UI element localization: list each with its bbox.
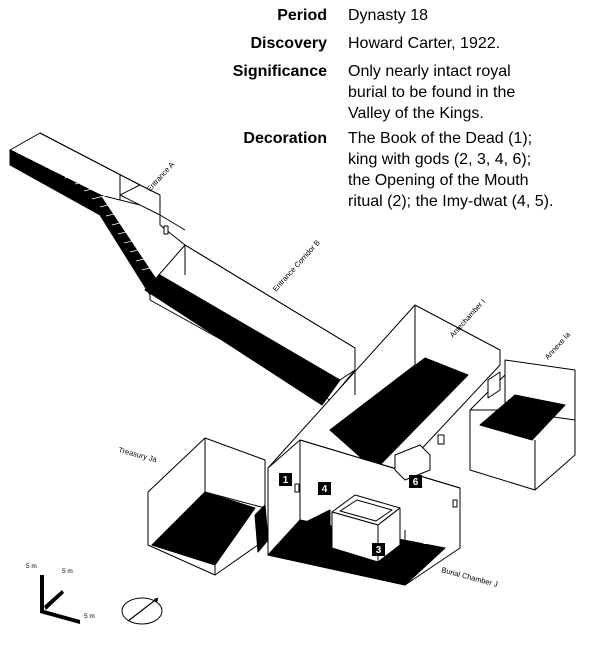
label-treasury: Treasury Ja: [117, 445, 158, 464]
scale-depth-label: 5 m: [62, 568, 73, 575]
door-niche: [294, 483, 300, 493]
decoration-line: The Book of the Dead (1);: [348, 130, 533, 147]
decoration-line: king with gods (2, 3, 4, 6);: [348, 151, 532, 168]
discovery-value: Howard Carter, 1922.: [348, 35, 501, 52]
marker-4: 4: [322, 484, 328, 495]
annexe-room: [469, 359, 576, 491]
period-label: Period: [277, 7, 327, 24]
marker-5: 5: [422, 536, 428, 547]
decoration-label: Decoration: [243, 130, 327, 147]
label-annexe: Annexe Ia: [543, 330, 573, 362]
decoration-line: ritual (2); the Imy-dwat (4, 5).: [348, 193, 554, 210]
entrance-corridor: [144, 205, 356, 406]
marker-3: 3: [376, 545, 382, 556]
period-value: Dynasty 18: [348, 7, 429, 24]
label-entrance-corridor-b: Entrance Corridor B: [271, 238, 322, 293]
significance-line: Valley of the Kings.: [348, 105, 484, 122]
significance-line: burial to be found in the: [348, 84, 516, 101]
marker-1: 1: [283, 475, 289, 486]
significance-line: Only nearly intact royal: [348, 63, 511, 80]
sarcophagus: [331, 494, 401, 563]
scale-bar: 5 m 5 m 5 m: [26, 563, 95, 624]
scale-vertical-label: 5 m: [26, 563, 37, 570]
marker-2: 2: [303, 524, 309, 535]
label-burial-chamber: Burial Chamber J: [440, 565, 499, 589]
label-entrance-a: Entrance A: [145, 160, 176, 193]
marker-box-1: [279, 473, 292, 486]
marker-box-6: [409, 475, 422, 488]
significance-value: Only nearly intact royal burial to be fo…: [348, 61, 598, 124]
marker-box-4: [318, 482, 331, 495]
north-arrow-icon: [121, 597, 163, 625]
marker-box-3: [372, 543, 385, 556]
decoration-line: the Opening of the Mouth: [348, 172, 529, 189]
scale-horizontal-label: 5 m: [84, 613, 95, 620]
treasury-room: [147, 437, 269, 576]
stair-treads: [24, 151, 163, 271]
wall-markers: 1 2 3 4 5 6: [279, 473, 428, 556]
significance-label: Significance: [232, 63, 327, 80]
decoration-value: The Book of the Dead (1); king with gods…: [348, 128, 598, 212]
discovery-label: Discovery: [250, 35, 328, 52]
marker-6: 6: [413, 477, 419, 488]
entrance-stairs: [9, 132, 163, 296]
